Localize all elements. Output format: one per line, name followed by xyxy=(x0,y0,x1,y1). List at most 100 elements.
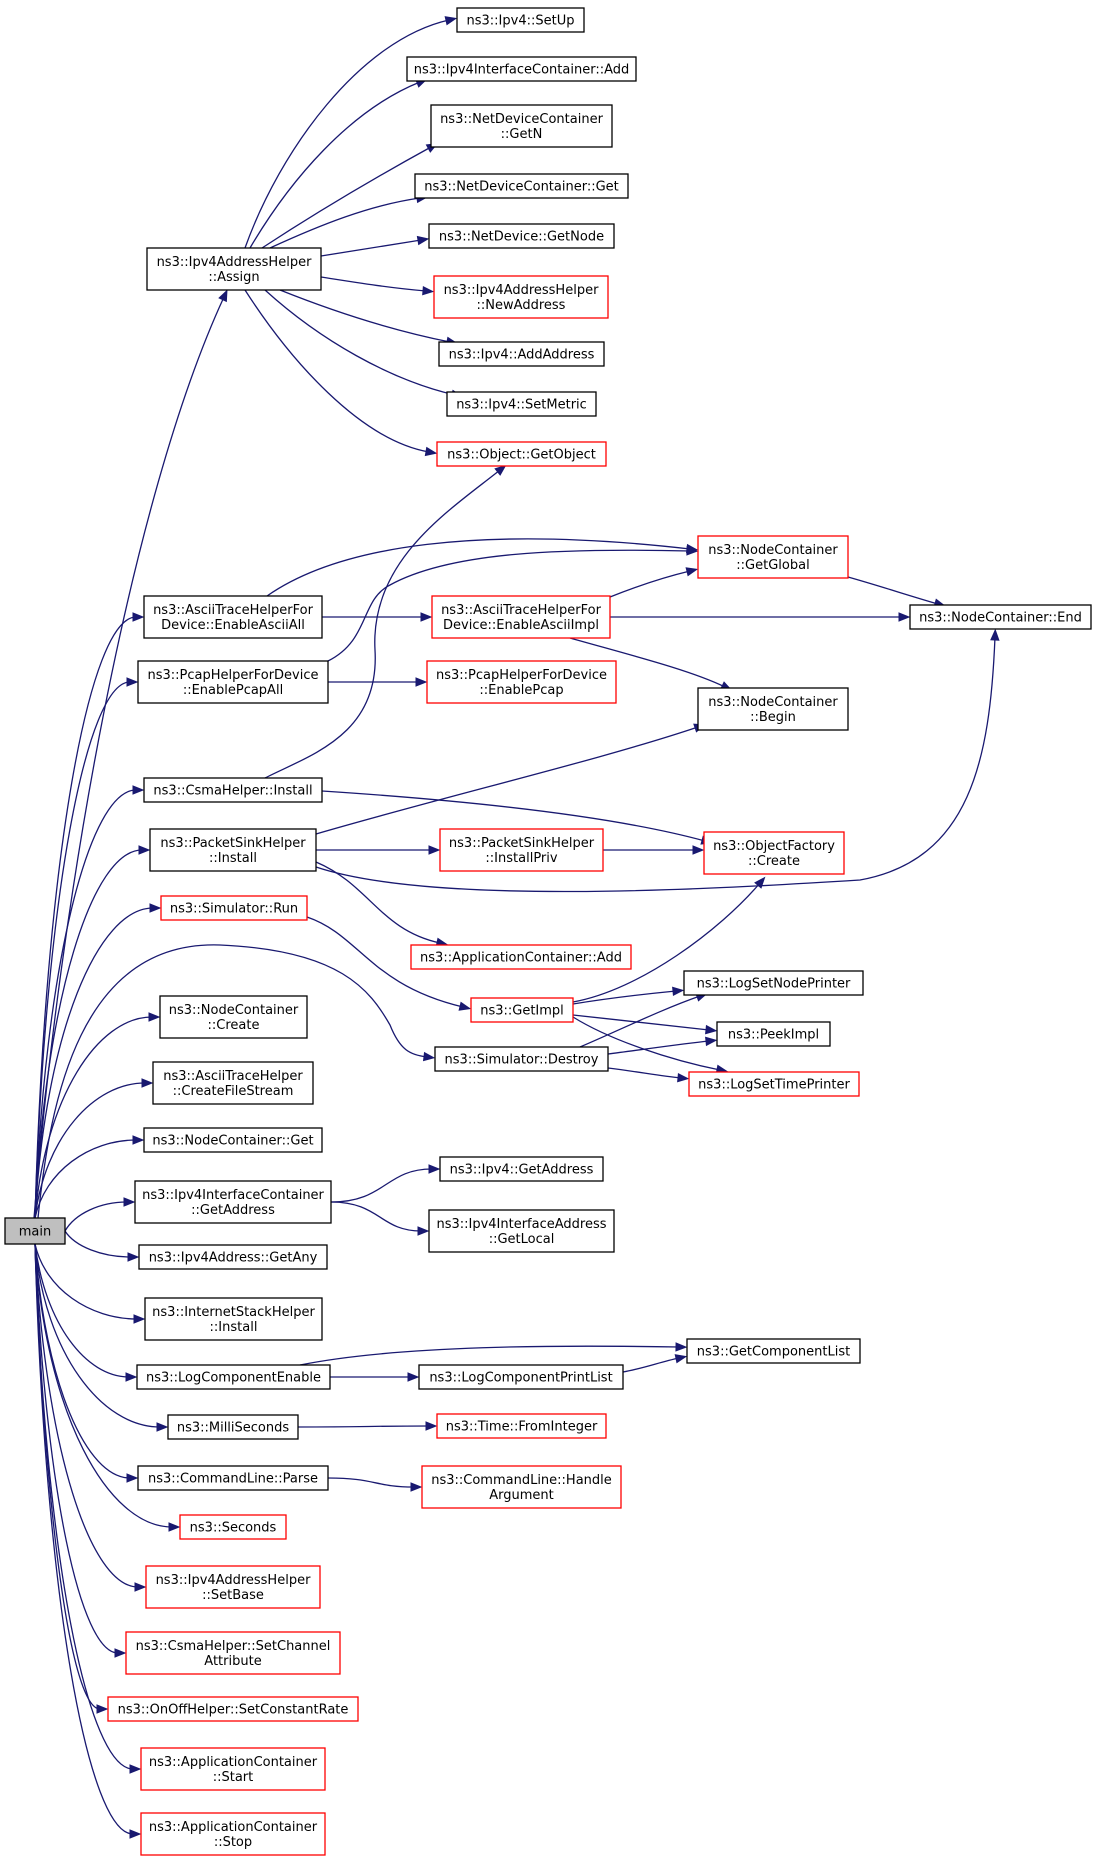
node-box[interactable] xyxy=(4,1217,66,1245)
node-of_create[interactable]: ns3::ObjectFactory::Create xyxy=(703,831,845,875)
node-sim_run[interactable]: ns3::Simulator::Run xyxy=(160,895,308,921)
node-nc_getglobal[interactable]: ns3::NodeContainer::GetGlobal xyxy=(697,535,849,579)
node-box[interactable] xyxy=(140,1812,326,1856)
node-box[interactable] xyxy=(418,1364,624,1390)
node-nc_create[interactable]: ns3::NodeContainer::Create xyxy=(159,995,308,1039)
node-box[interactable] xyxy=(179,1514,287,1540)
node-box[interactable] xyxy=(428,223,615,249)
node-box[interactable] xyxy=(406,56,637,82)
node-box[interactable] xyxy=(140,1747,326,1791)
node-ath_createfilestream[interactable]: ns3::AsciiTraceHelper::CreateFileStream xyxy=(152,1061,314,1105)
node-ipv4_getaddress[interactable]: ns3::Ipv4::GetAddress xyxy=(439,1156,604,1182)
node-athfd_enableasciiall[interactable]: ns3::AsciiTraceHelperForDevice::EnableAs… xyxy=(143,595,323,639)
node-ac_add[interactable]: ns3::ApplicationContainer::Add xyxy=(410,944,632,970)
node-box[interactable] xyxy=(145,1565,321,1609)
node-ipv4_setup[interactable]: ns3::Ipv4::SetUp xyxy=(456,7,585,33)
node-onoff_setconstantrate[interactable]: ns3::OnOffHelper::SetConstantRate xyxy=(107,1696,359,1722)
node-box[interactable] xyxy=(434,1046,609,1072)
node-nc_end[interactable]: ns3::NodeContainer::End xyxy=(909,604,1092,630)
node-ac_start[interactable]: ns3::ApplicationContainer::Start xyxy=(140,1747,326,1791)
node-ndc_get[interactable]: ns3::NetDeviceContainer::Get xyxy=(414,173,629,199)
node-box[interactable] xyxy=(438,341,605,367)
node-box[interactable] xyxy=(430,104,613,148)
node-athfd_enableasciiimpl[interactable]: ns3::AsciiTraceHelperForDevice::EnableAs… xyxy=(431,595,611,639)
node-getcomponentlist[interactable]: ns3::GetComponentList xyxy=(686,1338,861,1364)
node-box[interactable] xyxy=(456,7,585,33)
node-main[interactable]: main xyxy=(4,1217,66,1245)
node-box[interactable] xyxy=(683,970,864,996)
node-box[interactable] xyxy=(160,895,308,921)
node-box[interactable] xyxy=(414,173,629,199)
node-nc_get[interactable]: ns3::NodeContainer::Get xyxy=(143,1127,323,1153)
node-box[interactable] xyxy=(439,1156,604,1182)
node-box[interactable] xyxy=(426,660,617,704)
node-ac_stop[interactable]: ns3::ApplicationContainer::Stop xyxy=(140,1812,326,1856)
node-box[interactable] xyxy=(688,1071,860,1097)
node-ipv4ah_newaddress[interactable]: ns3::Ipv4AddressHelper::NewAddress xyxy=(433,275,609,319)
node-box[interactable] xyxy=(446,391,597,417)
node-box[interactable] xyxy=(167,1414,299,1440)
node-box[interactable] xyxy=(143,595,323,639)
node-box[interactable] xyxy=(134,1180,332,1224)
node-box[interactable] xyxy=(428,1209,615,1253)
node-ipv4_addaddress[interactable]: ns3::Ipv4::AddAddress xyxy=(438,341,605,367)
node-box[interactable] xyxy=(136,1364,331,1390)
node-box[interactable] xyxy=(436,441,607,467)
node-box[interactable] xyxy=(107,1696,359,1722)
node-phfd_enablepcap[interactable]: ns3::PcapHelperForDevice::EnablePcap xyxy=(426,660,617,704)
node-sim_destroy[interactable]: ns3::Simulator::Destroy xyxy=(434,1046,609,1072)
node-psh_installpriv[interactable]: ns3::PacketSinkHelper::InstallPriv xyxy=(439,828,604,872)
node-psh_install[interactable]: ns3::PacketSinkHelper::Install xyxy=(149,828,317,872)
node-box[interactable] xyxy=(125,1631,341,1675)
node-ipv4ic_add[interactable]: ns3::Ipv4InterfaceContainer::Add xyxy=(406,56,637,82)
node-nc_begin[interactable]: ns3::NodeContainer::Begin xyxy=(697,687,849,731)
node-peekimpl[interactable]: ns3::PeekImpl xyxy=(716,1021,831,1047)
node-box[interactable] xyxy=(470,997,574,1023)
node-box[interactable] xyxy=(137,1465,329,1491)
node-box[interactable] xyxy=(144,1297,323,1341)
node-box[interactable] xyxy=(436,1413,607,1439)
node-ipv4_setmetric[interactable]: ns3::Ipv4::SetMetric xyxy=(446,391,597,417)
node-seconds[interactable]: ns3::Seconds xyxy=(179,1514,287,1540)
node-ipv4a_getany[interactable]: ns3::Ipv4Address::GetAny xyxy=(138,1244,328,1270)
node-box[interactable] xyxy=(909,604,1092,630)
node-box[interactable] xyxy=(433,275,609,319)
node-logsetnodeprinter[interactable]: ns3::LogSetNodePrinter xyxy=(683,970,864,996)
node-box[interactable] xyxy=(143,777,323,803)
node-time_frominteger[interactable]: ns3::Time::FromInteger xyxy=(436,1413,607,1439)
node-box[interactable] xyxy=(697,535,849,579)
node-ndc_getn[interactable]: ns3::NetDeviceContainer::GetN xyxy=(430,104,613,148)
node-box[interactable] xyxy=(410,944,632,970)
node-box[interactable] xyxy=(149,828,317,872)
node-box[interactable] xyxy=(143,1127,323,1153)
node-ish_install[interactable]: ns3::InternetStackHelper::Install xyxy=(144,1297,323,1341)
node-box[interactable] xyxy=(431,595,611,639)
node-milliseconds[interactable]: ns3::MilliSeconds xyxy=(167,1414,299,1440)
node-box[interactable] xyxy=(152,1061,314,1105)
node-nd_getnode[interactable]: ns3::NetDevice::GetNode xyxy=(428,223,615,249)
node-getimpl[interactable]: ns3::GetImpl xyxy=(470,997,574,1023)
node-ipv4ia_getlocal[interactable]: ns3::Ipv4InterfaceAddress::GetLocal xyxy=(428,1209,615,1253)
node-box[interactable] xyxy=(439,828,604,872)
node-phfd_enablepcapall[interactable]: ns3::PcapHelperForDevice::EnablePcapAll xyxy=(137,660,329,704)
node-box[interactable] xyxy=(159,995,308,1039)
node-box[interactable] xyxy=(138,1244,328,1270)
node-box[interactable] xyxy=(137,660,329,704)
node-box[interactable] xyxy=(146,247,322,291)
node-logcomponentenable[interactable]: ns3::LogComponentEnable xyxy=(136,1364,331,1390)
node-logcomponentprintlist[interactable]: ns3::LogComponentPrintList xyxy=(418,1364,624,1390)
node-object_getobject[interactable]: ns3::Object::GetObject xyxy=(436,441,607,467)
node-ipv4ah_assign[interactable]: ns3::Ipv4AddressHelper::Assign xyxy=(146,247,322,291)
node-box[interactable] xyxy=(686,1338,861,1364)
node-csma_install[interactable]: ns3::CsmaHelper::Install xyxy=(143,777,323,803)
node-box[interactable] xyxy=(697,687,849,731)
node-box[interactable] xyxy=(703,831,845,875)
node-logsettimeprinter[interactable]: ns3::LogSetTimePrinter xyxy=(688,1071,860,1097)
node-ipv4ah_setbase[interactable]: ns3::Ipv4AddressHelper::SetBase xyxy=(145,1565,321,1609)
node-cl_parse[interactable]: ns3::CommandLine::Parse xyxy=(137,1465,329,1491)
node-box[interactable] xyxy=(421,1465,622,1509)
node-box[interactable] xyxy=(716,1021,831,1047)
node-ipv4ic_getaddress[interactable]: ns3::Ipv4InterfaceContainer::GetAddress xyxy=(134,1180,332,1224)
